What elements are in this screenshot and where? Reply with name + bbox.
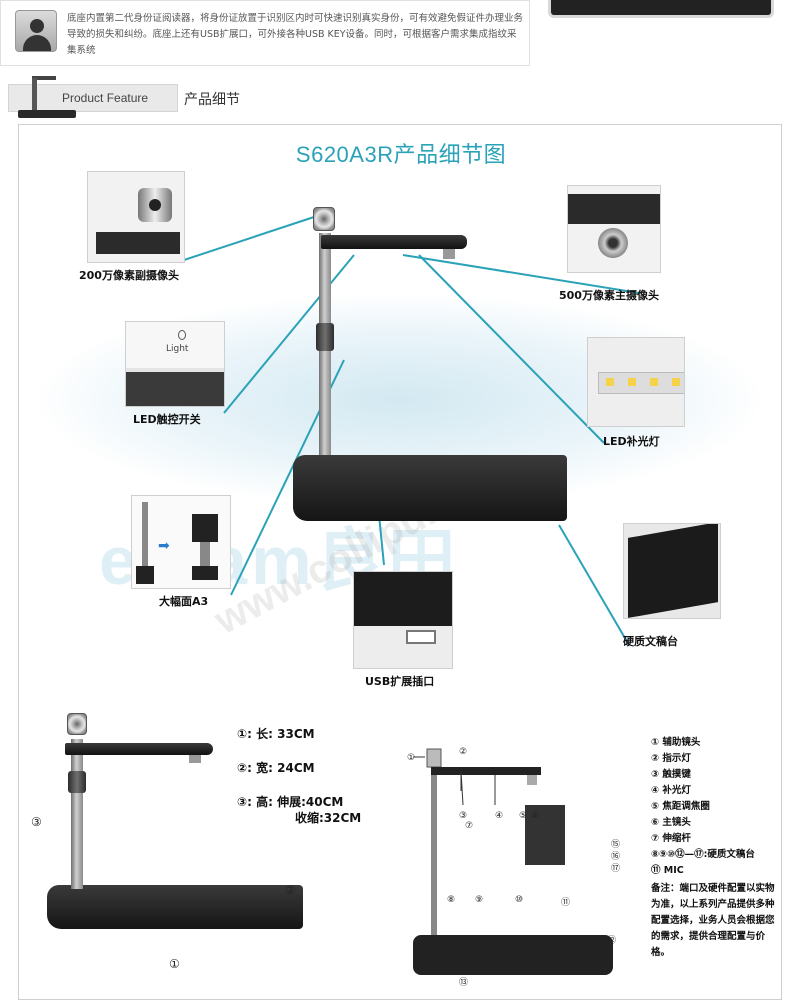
- usb-label: USB扩展插口: [365, 675, 435, 688]
- mark-4: ④: [495, 811, 504, 821]
- a3-label: 大幅面A3: [159, 595, 209, 608]
- led-fill-label: LED补光灯: [603, 435, 660, 448]
- dim-height: ③: 高: 伸展:40CM: [237, 795, 344, 809]
- led-switch-label: LED触控开关: [133, 413, 201, 426]
- dim-mark-3: ③: [31, 815, 42, 829]
- intro-section: 底座内置第二代身份证阅读器，将身份证放置于识别区内时可快速识别真实身份，可有效避…: [0, 0, 530, 66]
- mark-11: ⑪: [561, 898, 571, 908]
- feature-title-cn: 产品细节: [184, 92, 240, 108]
- dim-mark-2: ②: [285, 883, 296, 897]
- parts-legend: ① 辅助镜头 ② 指示灯 ③ 触摸键 ④ 补光灯 ⑤ 焦距调焦圈 ⑥ 主镜头 ⑦…: [651, 735, 779, 961]
- legend-item: ④ 补光灯: [651, 785, 691, 796]
- legend-item: ⑥ 主镜头: [651, 817, 691, 828]
- legend-item: ① 辅助镜头: [651, 737, 701, 748]
- callout-lines: [180, 216, 640, 646]
- aux-camera-label: 200万像素副摄像头: [79, 269, 179, 282]
- intro-text: 底座内置第二代身份证阅读器，将身份证放置于识别区内时可快速识别真实身份，可有效避…: [67, 13, 524, 56]
- dim-scanner-arm: [65, 743, 213, 755]
- mark-10: ⑩: [515, 895, 524, 905]
- mark-2: ②: [459, 747, 468, 757]
- product-detail-panel: S620A3R产品细节图 eloam良田 www.collipu.com 200…: [18, 124, 782, 1000]
- dim-length: ①: 长: 33CM: [237, 727, 315, 741]
- aux-camera-thumbnail: [87, 171, 185, 263]
- mark-1: ①: [407, 753, 416, 763]
- main-camera-thumbnail: [567, 185, 661, 273]
- aux-camera-icon: [313, 207, 335, 231]
- feature-title-en: Product Feature: [62, 91, 149, 105]
- arrow-right-icon: ➡: [158, 538, 170, 554]
- mark-15: ⑮: [611, 840, 621, 850]
- mark-3: ③: [459, 811, 468, 821]
- scanner-base: [293, 455, 567, 521]
- scanner-joint: [316, 323, 334, 351]
- dim-scanner-pole: [71, 739, 83, 889]
- dim-scanner-base: [47, 885, 303, 929]
- scanner-arm: [321, 235, 467, 249]
- panel-title: S620A3R产品细节图: [295, 142, 507, 167]
- legend-note: 备注：端口及硬件配置以实物为准，以上系列产品提供多种配置选择，业务人员会根据您的…: [651, 883, 775, 958]
- legend-item: ⑧⑨⑩⑫—⑰:硬质文稿台: [651, 849, 755, 860]
- mark-6: ⑥: [531, 811, 540, 821]
- dim-height-contracted: 收缩:32CM: [295, 811, 362, 825]
- mark-13: ⑬: [459, 978, 469, 988]
- light-label: Light: [166, 344, 189, 354]
- a3-thumbnail: ➡: [131, 495, 231, 589]
- mark-16: ⑯: [611, 852, 621, 862]
- usb-thumbnail: [353, 571, 453, 669]
- legend-item: ⑪ MIC: [651, 865, 684, 876]
- doc-stage-thumbnail: [623, 523, 721, 619]
- mark-7: ⑦: [465, 821, 474, 831]
- dim-mark-1: ①: [169, 957, 180, 971]
- legend-item: ③ 触摸键: [651, 769, 691, 780]
- dim-scanner-joint: [68, 771, 86, 793]
- main-camera-icon: [443, 249, 455, 259]
- led-switch-thumbnail: Light: [125, 321, 225, 407]
- legend-item: ⑤ 焦距调焦圈: [651, 801, 710, 812]
- dim-width: ②: 宽: 24CM: [237, 761, 315, 775]
- main-camera-label: 500万像素主摄像头: [559, 289, 659, 302]
- bulb-icon: [178, 330, 186, 340]
- user-avatar-icon: [15, 10, 57, 52]
- device-image: [548, 0, 774, 18]
- mark-8: ⑧: [447, 895, 456, 905]
- mark-12: ⑫: [607, 936, 617, 946]
- mark-17: ⑰: [611, 864, 621, 874]
- scanner-icon: [32, 76, 56, 80]
- led-fill-thumbnail: [587, 337, 685, 427]
- doc-stage-label: 硬质文稿台: [623, 635, 678, 648]
- legend-item: ⑦ 伸缩杆: [651, 833, 691, 844]
- numbered-diagram: [413, 748, 613, 975]
- dim-aux-camera-icon: [67, 713, 87, 735]
- legend-item: ② 指示灯: [651, 753, 691, 764]
- feature-header: Product Feature 产品细节: [8, 76, 784, 118]
- mark-9: ⑨: [475, 895, 484, 905]
- mark-5: ⑤: [519, 811, 528, 821]
